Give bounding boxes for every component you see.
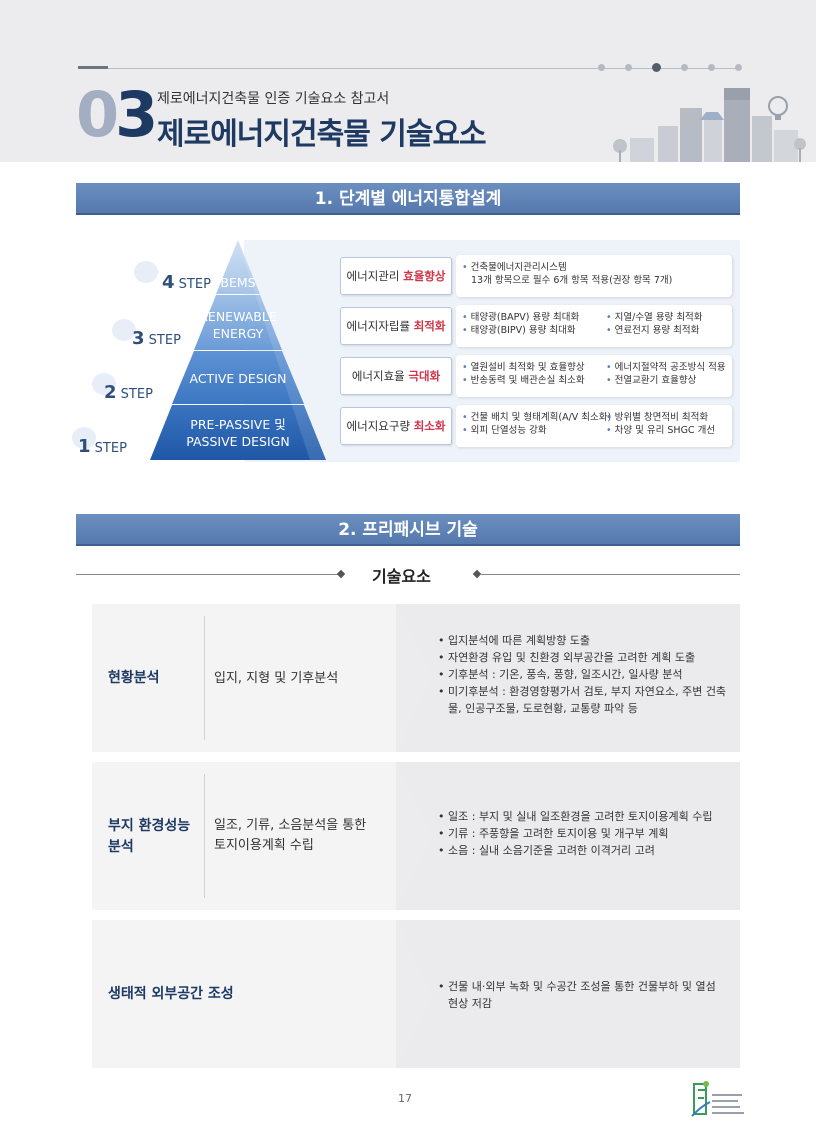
diamond-icon [336,569,346,579]
step-4-label: 4 STEP [162,272,211,293]
city-illustration-icon [613,88,806,162]
chapter-dot-active [652,63,661,72]
step-1-details: • 건물 배치 및 형태계획(A/V 최소화) • 외피 단열성능 강화 • 방… [456,405,732,447]
section-2-title: 2. 프리패시브 기술 [76,514,740,546]
list-item: • 기후분석 : 기온, 풍속, 풍향, 일조시간, 일사량 분석 [438,668,683,681]
chapter-dots [598,63,762,72]
step-1-label: 1 STEP [78,436,127,457]
panel-divider [204,616,205,740]
panel-label: 생태적 외부공간 조성 [108,986,234,1002]
detail-item: • 건축물에너지관리시스템 [462,262,567,273]
subheading-rule-left [76,574,338,575]
detail-item: • 연료전지 용량 최적화 [606,325,700,336]
list-item: • 자연환경 유입 및 친환경 외부공간을 고려한 계획 도출 [438,651,696,664]
panel-items: • 일조 : 부지 및 실내 일조환경을 고려한 토지이용계획 수립 • 기류 … [438,808,730,859]
chapter-dot [681,64,688,71]
detail-item: • 태양광(BAPV) 용량 최대화 [462,312,580,323]
step-2-details: • 열원설비 최적화 및 효율향상 • 반송동력 및 배관손실 최소화 • 에너… [456,355,732,397]
detail-item: • 건물 배치 및 형태계획(A/V 최소화) [462,412,612,423]
pyramid-tier-3 [194,295,282,350]
energy-design-pyramid: 4 STEP 3 STEP 2 STEP 1 STEP BEMS RENEWAB… [64,240,740,500]
detail-item: • 지열/수열 용량 최적화 [606,312,703,323]
panel-items: • 건물 내·외부 녹화 및 수공간 조성을 통한 건물부하 및 열섬현상 저감 [438,978,720,1012]
chapter-dot [625,64,632,71]
detail-item: • 차양 및 유리 SHGC 개선 [606,425,716,436]
detail-item: • 반송동력 및 배관손실 최소화 [462,375,585,386]
detail-item: • 전열교환기 효율향상 [606,375,697,386]
step-1-goal: 에너지요구량 최소화 [340,407,452,445]
step-3-goal: 에너지자립률 최적화 [340,307,452,345]
tech-panel-site-analysis: 현황분석 입지, 지형 및 기후분석 • 입지분석에 따른 계획방향 도출 • … [92,604,740,752]
step-3-label: 3 STEP [132,328,181,349]
pyramid-graphic [72,240,326,460]
page-number: 17 [398,1092,412,1105]
detail-item: • 방위별 창면적비 최적화 [606,412,709,423]
panel-items: • 입지분석에 따른 계획방향 도출 • 자연환경 유입 및 친환경 외부공간을… [438,632,730,717]
pyramid-tier-2-label: ACTIVE DESIGN [189,371,287,386]
header-rule [78,68,738,69]
section-1-title: 1. 단계별 에너지통합설계 [76,183,740,215]
chapter-dot [598,64,605,71]
chapter-title: 제로에너지건축물 기술요소 [157,117,487,152]
subheading-rule-right [480,574,740,575]
zeb-logo-icon [691,1081,744,1117]
pyramid-tier-4-label: BEMS [220,275,256,290]
step-4-details: • 건축물에너지관리시스템 13개 항목으로 필수 6개 항목 적용(권장 항목… [456,255,732,297]
pyramid-tier-2 [172,351,304,404]
step-2-label: 2 STEP [104,382,153,403]
detail-item: • 태양광(BIPV) 용량 최대화 [462,325,576,336]
page-header: 03 제로에너지건축물 인증 기술요소 참고서 제로에너지건축물 기술요소 [0,0,816,162]
step-2-goal: 에너지효율 극대화 [340,357,452,395]
pyramid-tier-1 [150,405,326,460]
header-rule-accent [78,66,108,69]
list-item: • 기류 : 주풍향을 고려한 토지이용 및 개구부 계획 [438,827,669,840]
panel-divider [204,774,205,898]
step-3-details: • 태양광(BAPV) 용량 최대화 • 태양광(BIPV) 용량 최대화 • … [456,305,732,347]
list-item: • 소음 : 실내 소음기준을 고려한 이격거리 고려 [438,844,655,857]
chapter-dot [708,64,715,71]
tech-panel-ecological-space: 생태적 외부공간 조성 • 건물 내·외부 녹화 및 수공간 조성을 통한 건물… [92,920,740,1068]
panel-summary: 입지, 지형 및 기후분석 [214,671,339,686]
list-item: • 일조 : 부지 및 실내 일조환경을 고려한 토지이용계획 수립 [438,810,713,823]
detail-item: • 에너지절약적 공조방식 적용 [606,362,726,373]
list-item: • 미기후분석 : 환경영향평가서 검토, 부지 자연요소, 주변 건축물, 인… [438,685,727,715]
chapter-number: 03 [76,78,158,151]
chevron-shape [396,920,740,1068]
step-4-goal: 에너지관리 효율향상 [340,257,452,295]
chevron-shape [396,762,740,910]
detail-item: 13개 항목으로 필수 6개 항목 적용(권장 항목 7개) [471,275,673,286]
list-item: • 입지분석에 따른 계획방향 도출 [438,634,591,647]
chapter-dot [735,64,742,71]
pyramid-tier-4 [216,240,260,294]
list-item: • 건물 내·외부 녹화 및 수공간 조성을 통한 건물부하 및 열섬현상 저감 [438,980,716,1010]
panel-label: 현황분석 [108,670,160,686]
detail-item: • 열원설비 최적화 및 효율향상 [462,362,585,373]
detail-item: • 외피 단열성능 강화 [462,425,547,436]
subheading: 기술요소 [372,567,431,586]
chapter-subtitle: 제로에너지건축물 인증 기술요소 참고서 [157,91,390,107]
chevron-shape [396,604,740,752]
